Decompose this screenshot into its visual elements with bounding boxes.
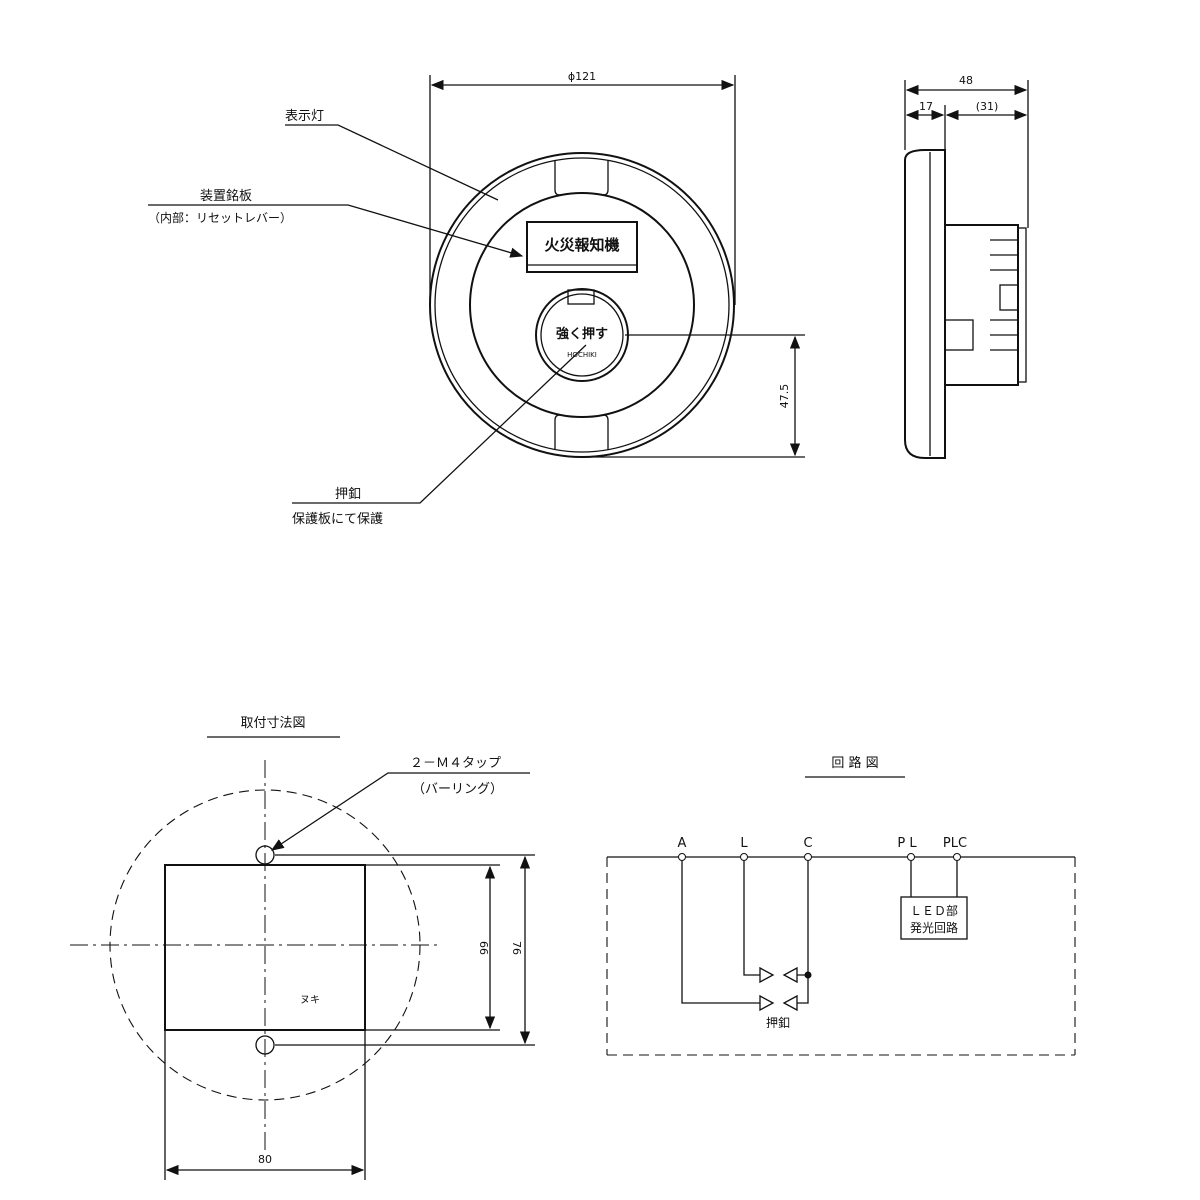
nameplate-text: 火災報知機 bbox=[544, 236, 619, 254]
tap-hole bbox=[255, 1035, 275, 1055]
button-brand: HOCHIKI bbox=[567, 351, 597, 359]
label-nameplate: 装置銘板 bbox=[200, 189, 252, 204]
led-circuit-box bbox=[900, 896, 968, 940]
label-button-sub: 保護板にて保護 bbox=[292, 511, 383, 527]
tap-label: ２－Ｍ４タップ bbox=[410, 756, 501, 771]
led-label-2: 発光回路 bbox=[910, 920, 958, 935]
dim-diameter: ϕ121 bbox=[568, 70, 596, 83]
label-indicator: 表示灯 bbox=[285, 109, 324, 124]
dim-66: 66 bbox=[477, 941, 490, 955]
dim-height: 47.5 bbox=[778, 384, 791, 409]
tap-hole bbox=[255, 845, 275, 865]
terminals: A L C P L PLC bbox=[678, 836, 967, 861]
dim-total-depth: 48 bbox=[959, 74, 973, 87]
label-button: 押釦 bbox=[335, 486, 361, 502]
terminal-a: A bbox=[678, 836, 687, 851]
mounting-diagram: 取付寸法図 ヌキ ２－Ｍ４タップ （バーリング） 66 76 80 bbox=[70, 716, 535, 1180]
tap-sub: （バーリング） bbox=[412, 782, 503, 797]
terminal-plc: PLC bbox=[943, 836, 967, 851]
terminal-pl: P L bbox=[897, 836, 917, 851]
terminal-c: C bbox=[803, 836, 812, 851]
nameplate bbox=[526, 221, 638, 273]
led-label-1: ＬＥＤ部 bbox=[910, 903, 958, 918]
button-text: 強く押す bbox=[556, 326, 608, 342]
terminal-l: L bbox=[740, 836, 748, 851]
switch-label: 押釦 bbox=[766, 1015, 790, 1030]
side-view: 48 17 (31) bbox=[904, 74, 1029, 459]
dim-front-depth: 17 bbox=[919, 100, 933, 113]
dim-80: 80 bbox=[258, 1153, 272, 1166]
circuit-diagram: 回 路 図 A L C P L PLC 押釦 ＬＥＤ部 発光回路 bbox=[606, 755, 1076, 1056]
cutout-label: ヌキ bbox=[300, 995, 320, 1006]
front-view: 火災報知機 強く押す HOCHIKI ϕ121 47.5 表示灯 装置銘板 （内… bbox=[148, 70, 805, 527]
label-nameplate-sub: （内部：リセットレバー） bbox=[148, 210, 292, 225]
cutout bbox=[164, 864, 366, 1031]
circuit-title: 回 路 図 bbox=[831, 755, 878, 771]
mounting-title: 取付寸法図 bbox=[240, 716, 305, 731]
dim-76: 76 bbox=[510, 941, 523, 955]
dim-back-depth: (31) bbox=[976, 100, 999, 113]
